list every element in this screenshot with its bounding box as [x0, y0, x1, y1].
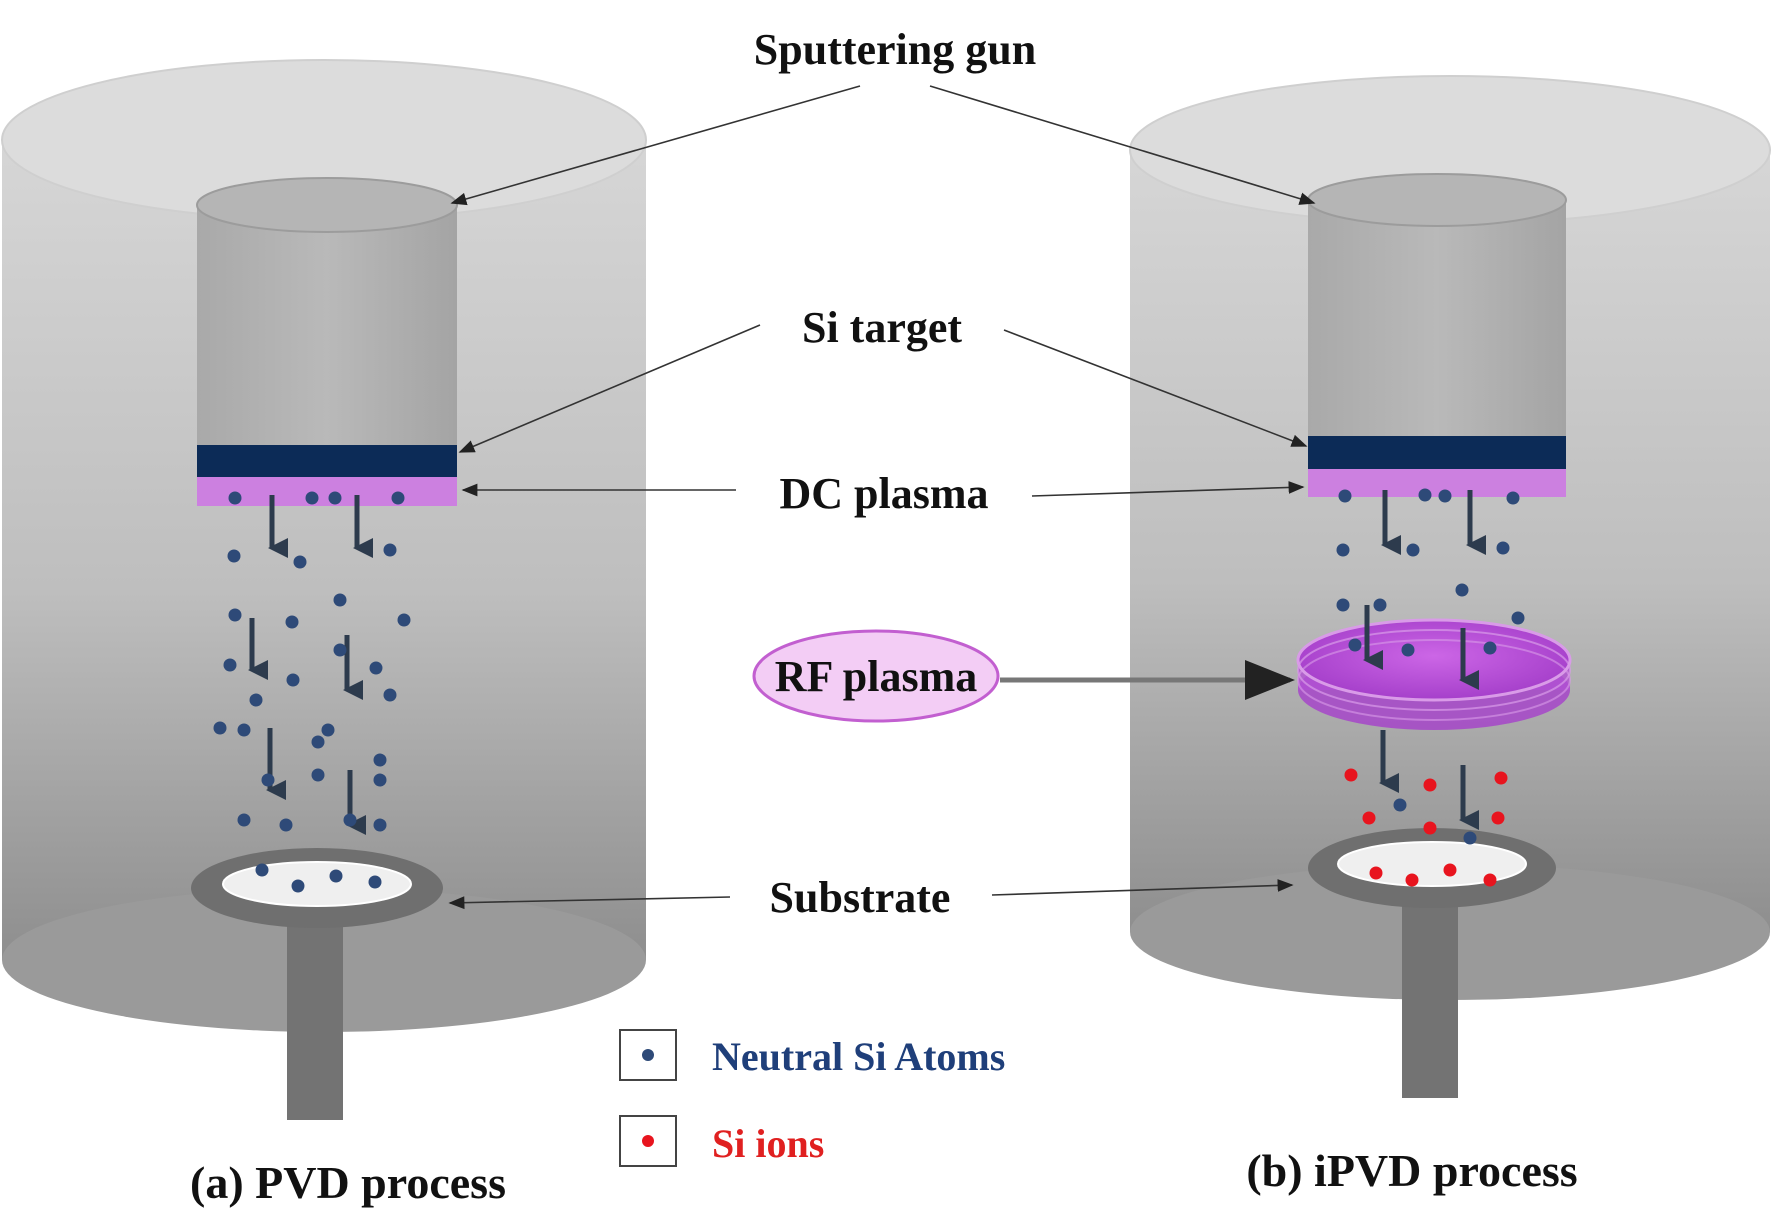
neutral-si-atom: [213, 721, 227, 735]
neutral-si-atom: [227, 549, 241, 563]
si-ion: [1494, 771, 1508, 785]
neutral-si-atom: [1463, 831, 1477, 845]
neutral-si-atom: [1511, 611, 1525, 625]
legend-neutral-label: Neutral Si Atoms: [712, 1034, 1005, 1079]
neutral-si-atom: [255, 863, 269, 877]
neutral-si-atom: [328, 491, 342, 505]
neutral-si-atom: [279, 818, 293, 832]
neutral-si-atom: [228, 608, 242, 622]
neutral-si-atom: [286, 673, 300, 687]
si-ion: [1369, 866, 1383, 880]
neutral-si-atom: [249, 693, 263, 707]
label-sputtering-gun: Sputtering gun: [754, 25, 1036, 74]
pvd-sputtering-gun: [196, 177, 458, 445]
neutral-si-atom: [333, 643, 347, 657]
neutral-atoms: [213, 488, 1525, 893]
neutral-si-atom: [383, 543, 397, 557]
pointer-gun-right: [929, 85, 1316, 205]
neutral-si-atom: [305, 491, 319, 505]
neutral-si-atom: [1348, 638, 1362, 652]
neutral-si-atom: [321, 723, 335, 737]
neutral-si-atom: [373, 753, 387, 767]
neutral-si-atom: [383, 688, 397, 702]
neutral-si-atom: [343, 813, 357, 827]
neutral-si-atom: [285, 615, 299, 629]
si-ion: [1491, 811, 1505, 825]
pvd-substrate: [222, 861, 412, 907]
neutral-si-atom: [1401, 643, 1415, 657]
pointer-target-right: [1003, 329, 1308, 447]
neutral-si-atom: [1393, 798, 1407, 812]
ipvd-si-target: [1308, 436, 1566, 469]
ipvd-substrate: [1337, 841, 1527, 887]
neutral-si-atom: [261, 773, 275, 787]
pointer-target-left: [458, 324, 761, 453]
neutral-si-atom: [291, 879, 305, 893]
neutral-si-atom: [293, 555, 307, 569]
si-ion: [1483, 873, 1497, 887]
neutral-si-atom: [228, 491, 242, 505]
neutral-si-atom: [369, 661, 383, 675]
pointer-dc-right: [1031, 481, 1305, 497]
neutral-si-atom: [373, 818, 387, 832]
si-ions: [1344, 768, 1508, 887]
label-rf-plasma: RF plasma: [775, 652, 978, 701]
neutral-si-atom: [1338, 489, 1352, 503]
si-ion: [1443, 863, 1457, 877]
si-ion: [1362, 811, 1376, 825]
legend-neutral-swatch: [642, 1049, 654, 1061]
pointer-gun-left: [450, 85, 861, 206]
neutral-si-atom: [333, 593, 347, 607]
neutral-si-atom: [1438, 489, 1452, 503]
pvd-si-target: [197, 445, 457, 477]
pvd-substrate-stem: [287, 905, 343, 1120]
neutral-si-atom: [1373, 598, 1387, 612]
neutral-si-atom: [391, 491, 405, 505]
neutral-si-atom: [1336, 543, 1350, 557]
label-si-target: Si target: [802, 303, 962, 352]
pointer-substrate-right: [991, 879, 1294, 896]
pointer-substrate-left: [448, 896, 731, 910]
neutral-si-atom: [373, 773, 387, 787]
neutral-si-atom: [1418, 488, 1432, 502]
neutral-si-atom: [237, 813, 251, 827]
neutral-si-atom: [1496, 541, 1510, 555]
caption-ipvd: (b) iPVD process: [1246, 1145, 1577, 1196]
caption-pvd: (a) PVD process: [190, 1157, 506, 1208]
neutral-si-atom: [1483, 641, 1497, 655]
neutral-si-atom: [223, 658, 237, 672]
label-substrate: Substrate: [770, 873, 951, 922]
rf-plasma-bubble: [752, 629, 1000, 723]
legend-ion-label: Si ions: [712, 1121, 824, 1166]
neutral-si-atom: [368, 875, 382, 889]
neutral-si-atom: [237, 723, 251, 737]
pvd-chamber: [1, 59, 647, 1120]
neutral-si-atom: [311, 735, 325, 749]
si-ion: [1423, 778, 1437, 792]
neutral-si-atom: [397, 613, 411, 627]
neutral-si-atom: [1506, 491, 1520, 505]
ipvd-substrate-stem: [1402, 880, 1458, 1098]
si-ion: [1344, 768, 1358, 782]
neutral-si-atom: [1336, 598, 1350, 612]
neutral-si-atom: [329, 869, 343, 883]
ipvd-sputtering-gun: [1307, 173, 1567, 436]
label-dc-plasma: DC plasma: [779, 469, 988, 518]
si-ion: [1423, 821, 1437, 835]
ipvd-dc-plasma: [1308, 469, 1566, 497]
legend-ion-swatch: [642, 1135, 654, 1147]
neutral-si-atom: [1406, 543, 1420, 557]
neutral-si-atom: [311, 768, 325, 782]
ipvd-rf-plasma-disc: [1296, 618, 1572, 730]
neutral-si-atom: [1455, 583, 1469, 597]
pointer-lines: [448, 85, 1316, 910]
rf-plasma-callout: RF plasma: [752, 629, 1000, 723]
si-ion: [1405, 873, 1419, 887]
legend: Neutral Si Atoms Si ions: [619, 1029, 1005, 1167]
ipvd-chamber: [1129, 75, 1771, 1098]
